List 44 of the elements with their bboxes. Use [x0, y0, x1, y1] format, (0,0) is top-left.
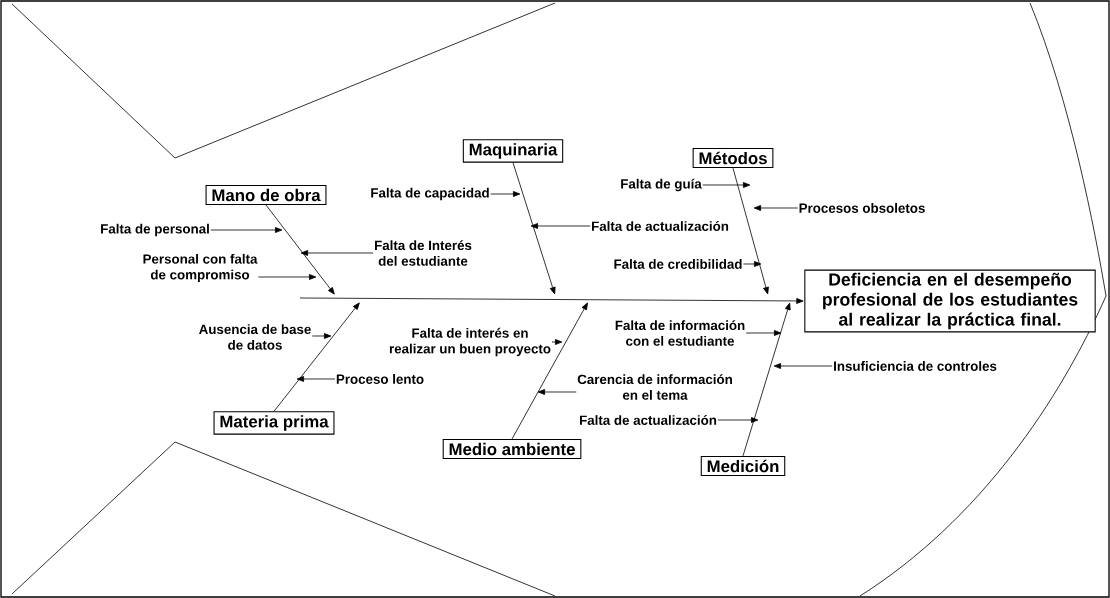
cause-arrow — [753, 205, 799, 211]
cause-arrow — [210, 227, 283, 233]
cause-arrow — [773, 363, 833, 369]
cause-arrow — [311, 333, 332, 339]
category-box: Medio ambiente — [442, 438, 582, 460]
cause-text: Falta de actualización — [592, 221, 729, 231]
category-box: Materia prima — [213, 411, 335, 435]
cause-arrow — [530, 223, 591, 229]
cause-arrow — [257, 274, 317, 280]
cause-text: Ausencia de base de datos — [199, 324, 311, 350]
bone-arrow — [742, 302, 791, 457]
effect-box: Deficiencia en el desempeño profesional de los estudiantes al realizar la práctica final. — [804, 269, 1096, 333]
cause-arrow — [551, 339, 563, 345]
cause-text: Procesos obsoletos — [799, 203, 925, 213]
category-box: Métodos — [692, 147, 774, 169]
category-box: Medición — [700, 455, 786, 477]
bone-arrow — [265, 204, 335, 295]
fish-spine-arrow — [299, 297, 804, 304]
cause-arrow — [743, 261, 762, 267]
category-box: Mano de obra — [205, 184, 327, 206]
bone-arrow — [512, 162, 556, 295]
cause-arrow — [717, 417, 759, 423]
cause-arrow — [745, 330, 782, 336]
category-box: Maquinaria — [462, 139, 564, 163]
cause-arrow — [537, 389, 577, 395]
cause-text: Insuficiencia de controles — [834, 361, 997, 371]
cause-text: Falta de interés en realizar un buen proyecto — [389, 327, 551, 357]
cause-text: Proceso lento — [336, 374, 424, 384]
cause-text: Carencia de información en el tema — [577, 374, 732, 400]
cause-text: Personal con falta de compromiso — [143, 253, 258, 283]
bone-arrow — [511, 302, 588, 440]
bone-arrow — [732, 167, 769, 295]
cause-text: Falta de información con el estudiante — [615, 320, 745, 346]
cause-text: Falta de actualización — [580, 415, 717, 425]
cause-text: Falta de personal — [101, 223, 209, 237]
cause-arrow — [296, 376, 336, 382]
cause-text: Falta de Interés del estudiante — [375, 240, 472, 266]
cause-arrow — [702, 182, 751, 188]
bone-arrow — [273, 302, 360, 412]
cause-text: Falta de credibilidad — [614, 259, 742, 269]
cause-arrow — [490, 191, 521, 197]
cause-arrow — [300, 250, 374, 256]
cause-text: Falta de guía — [621, 178, 702, 192]
cause-text: Falta de capacidad — [371, 187, 489, 201]
